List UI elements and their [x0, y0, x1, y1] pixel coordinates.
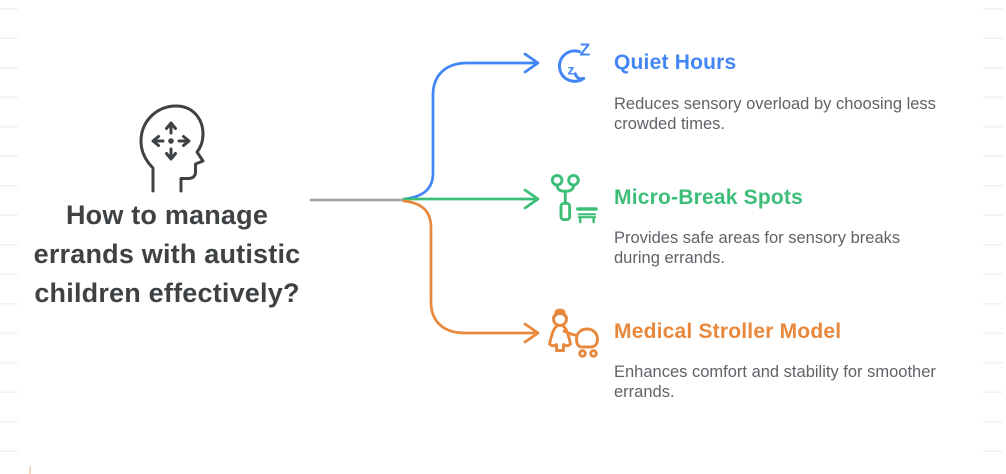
caregiver-stroller-icon [548, 308, 599, 358]
arrowhead-micro-break-spots [523, 188, 540, 210]
branch-title-quiet-hours[interactable]: Quiet Hours [614, 51, 737, 74]
arrowhead-quiet-hours [523, 52, 540, 74]
branch-title-medical-stroller-model[interactable]: Medical Stroller Model [614, 320, 842, 343]
edge-orange-tick [29, 466, 31, 474]
branch-title-micro-break-spots[interactable]: Micro-Break Spots [614, 186, 803, 209]
arrowhead-medical-stroller [523, 322, 540, 344]
head-with-direction-arrows-icon [139, 104, 205, 193]
connector-quiet-hours [402, 61, 536, 201]
park-lamp-bench-icon [550, 173, 598, 224]
background-row-lines-right [983, 8, 1003, 474]
svg-text:Z: Z [579, 39, 590, 59]
moon-snooze-icon: z Z [557, 39, 590, 83]
branch-desc-quiet-hours: Reduces sensory overload by choosing les… [614, 95, 936, 133]
question-text: How to manage errands with autistic chil… [33, 200, 301, 308]
svg-text:z: z [567, 62, 574, 78]
connector-medical-stroller [402, 199, 536, 335]
background-row-lines-left [0, 8, 18, 474]
branch-desc-medical-stroller-model: Enhances comfort and stability for smoot… [614, 363, 936, 401]
branch-desc-micro-break-spots: Provides safe areas for sensory breaks d… [614, 229, 901, 267]
